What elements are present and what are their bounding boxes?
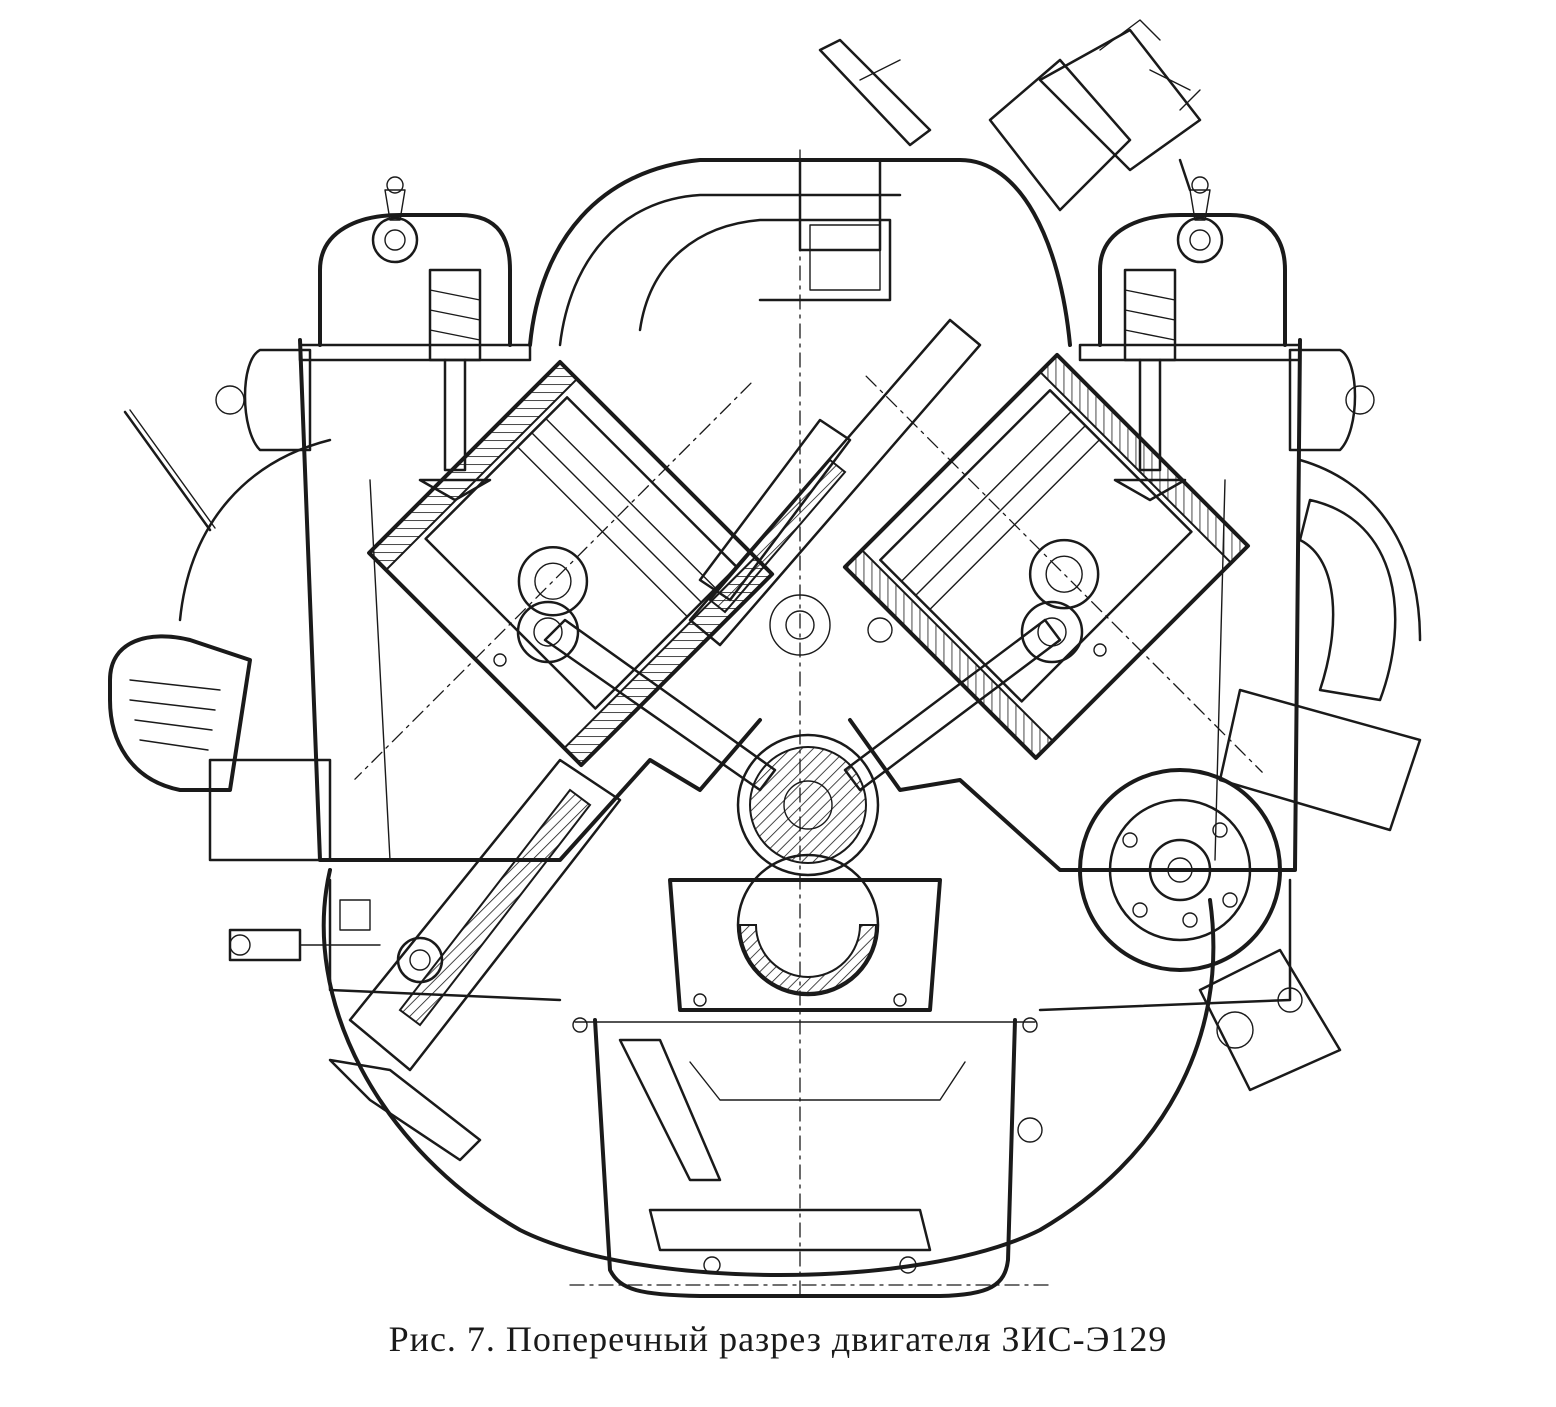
distributor-drive-shaft [688, 318, 982, 647]
generator [1078, 688, 1422, 1092]
oil-pump-assembly [228, 758, 622, 1162]
dipstick [123, 409, 216, 532]
connecting-rods [516, 600, 1084, 792]
right-valve-cover [1078, 176, 1302, 502]
crankshaft-main-bearing [668, 594, 942, 1012]
bolts [493, 617, 1107, 1143]
ignition-distributor [818, 19, 1202, 212]
right-cylinder-bank [842, 352, 1263, 773]
engine-cross-section-drawing [108, 19, 1422, 1300]
left-valve-cover [298, 176, 532, 502]
figure-caption: Рис. 7. Поперечный разрез двигателя ЗИС-… [388, 1319, 1168, 1359]
exhaust-manifolds [215, 348, 1397, 702]
left-pulley [108, 634, 332, 862]
oil-sump [569, 1018, 1051, 1298]
intake-manifold [528, 149, 1072, 1300]
